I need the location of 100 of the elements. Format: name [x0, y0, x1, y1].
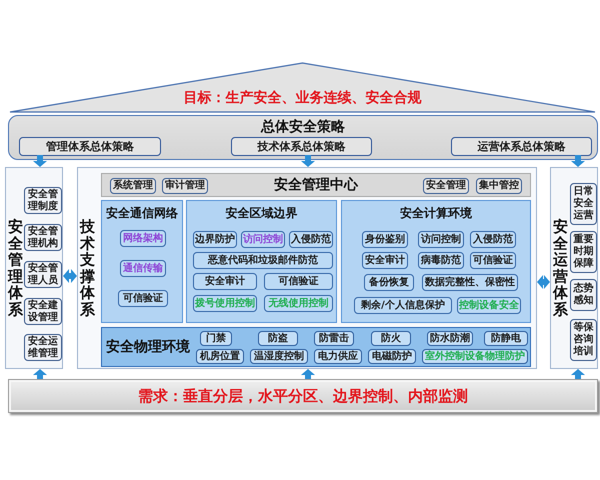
tag-label: 等保咨询培训 [572, 322, 594, 358]
tag-label: 安全管理人员 [26, 262, 59, 286]
tag-label: 边界防护 [195, 234, 235, 246]
domain-band [101, 327, 531, 367]
tag-label: 管理体系总体策略 [46, 140, 134, 154]
system-column [550, 167, 598, 369]
requirement-text: 需求：垂直分层，水平分区、边界控制、内部监测 [138, 387, 468, 405]
column-title: 技术支撑体系 [80, 218, 95, 318]
tag-label: 安全运维管理 [27, 336, 59, 360]
measure-tag [354, 297, 452, 314]
tag-label: 运营体系总体策略 [478, 140, 566, 154]
measure-tag [371, 331, 411, 346]
panel-title: 总体安全策略 [261, 118, 345, 136]
tag-label: 拨号使用控制 [195, 298, 255, 310]
measure-tag [258, 331, 298, 346]
tag-label: 安全管理机构 [26, 226, 59, 250]
arrow [33, 369, 47, 379]
tag-label: 控制设备安全 [459, 300, 519, 312]
measure-tag [120, 260, 166, 277]
function-tag [423, 178, 469, 194]
measure-tag [196, 349, 244, 364]
measure-tag [422, 274, 518, 291]
tag-label: 系统管理 [113, 180, 153, 192]
tag-label: 网络架构 [123, 232, 163, 244]
tag-label: 集中管控 [479, 180, 519, 192]
system-column [5, 167, 63, 369]
tag-label: 重要时期保障 [572, 234, 594, 270]
arrow [571, 369, 585, 379]
arrow [301, 369, 315, 379]
arrow [571, 155, 585, 167]
tag-label: 入侵防范 [473, 234, 513, 246]
domain-panel [101, 200, 183, 323]
strategy-tag [19, 137, 161, 156]
strategy-tag [451, 137, 592, 156]
tag-label: 防水防潮 [430, 332, 470, 344]
tag-label: 剩余/个人信息保护 [361, 300, 445, 312]
tag-label: 态势感知 [572, 283, 594, 307]
function-tag [476, 178, 522, 194]
double-arrow [537, 275, 550, 289]
bar-title: 安全管理中心 [274, 176, 358, 194]
function-tag [162, 178, 208, 194]
tag-label: 可信验证 [278, 276, 318, 288]
tag-label: 无线使用控制 [268, 298, 328, 310]
tag-label: 机房位置 [200, 350, 240, 362]
panel-title: 安全计算环境 [400, 206, 472, 221]
domain-panel [341, 200, 531, 323]
strategy-panel [8, 115, 598, 160]
tag-label: 备份恢复 [369, 276, 409, 288]
tag-label: 安全管理制度 [26, 188, 59, 212]
arrow [33, 155, 47, 167]
tag-label: 技术体系总体策略 [258, 140, 346, 154]
tag-label: 可信验证 [123, 292, 163, 304]
measure-tag [264, 273, 333, 290]
tag-label: 室外控制设备物理防护 [425, 350, 525, 362]
measure-tag [470, 231, 516, 248]
tag-label: 防雷击 [319, 332, 349, 344]
measure-tag [368, 349, 416, 364]
strategy-tag [231, 137, 372, 156]
band-title: 安全物理环境 [106, 338, 190, 356]
domain-panel [186, 200, 337, 323]
tag-label: 审计管理 [165, 180, 205, 192]
tag-label: 恶意代码和垃圾邮件防范 [208, 254, 318, 266]
panel-title: 安全区域边界 [226, 206, 298, 221]
tag-label: 数据完整性、保密性 [425, 276, 515, 288]
measure-tag [422, 349, 528, 364]
double-arrow [63, 269, 77, 283]
measure-tag [418, 231, 464, 248]
tag-label: 温湿度控制 [254, 350, 304, 362]
tag-label: 身份鉴别 [365, 234, 405, 246]
measure-tag [470, 252, 516, 269]
measure-tag [264, 295, 333, 312]
measure-tag [418, 252, 464, 269]
measure-tag [120, 230, 166, 247]
tag-label: 安全审计 [365, 254, 405, 266]
measure-tag [193, 252, 333, 269]
tag-label: 安全审计 [205, 276, 245, 288]
tag-label: 防静电 [491, 332, 521, 344]
measure-tag [484, 331, 528, 346]
requirement-bar [8, 379, 598, 413]
tag-label: 防火 [381, 332, 401, 344]
tag-label: 访问控制 [421, 234, 461, 246]
tag-label: 电力供应 [318, 350, 358, 362]
tag-label: 访问控制 [243, 234, 283, 246]
panel-title: 安全通信网络 [106, 206, 178, 221]
roof-shape [10, 63, 595, 112]
measure-tag [314, 331, 354, 346]
tag-label: 入侵防范 [291, 234, 331, 246]
tag-label: 门禁 [206, 332, 226, 344]
measure-tag [314, 349, 362, 364]
measure-tag [250, 349, 308, 364]
tag-label: 可信验证 [473, 254, 513, 266]
column-title: 安全管理体系 [8, 218, 23, 318]
measure-tag [362, 252, 408, 269]
management-bar [101, 173, 531, 197]
measure-tag [364, 274, 414, 291]
tag-label: 安全管理 [426, 180, 466, 192]
tag-label: 通信传输 [123, 262, 163, 274]
tag-label: 防盗 [268, 332, 288, 344]
goal-text: 目标：生产安全、业务连续、安全合规 [184, 89, 422, 107]
arrow [301, 155, 315, 167]
